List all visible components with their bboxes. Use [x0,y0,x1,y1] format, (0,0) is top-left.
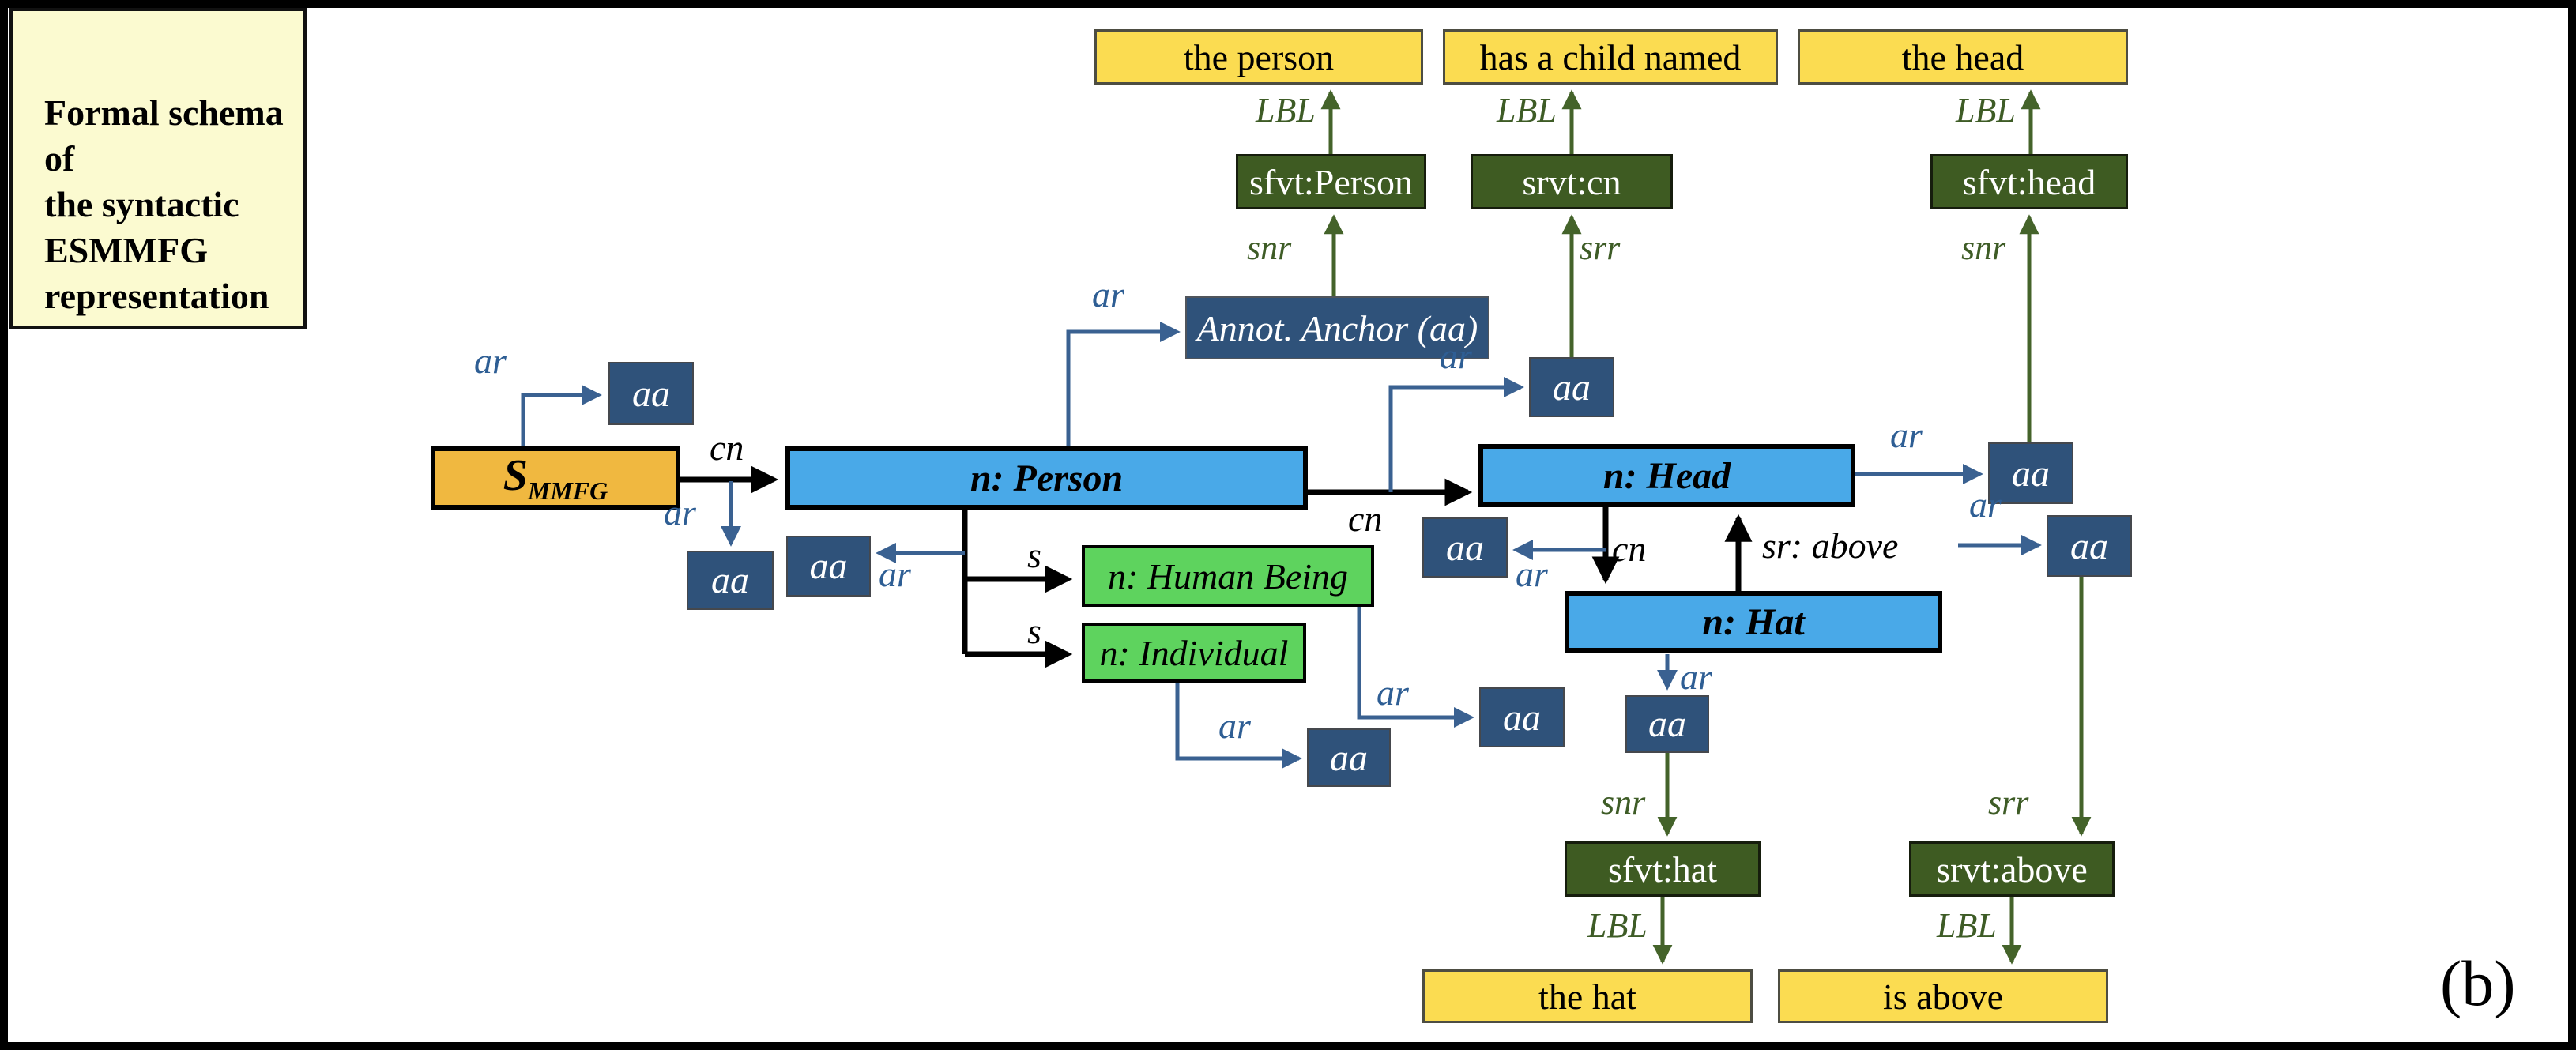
node-label: the person [1183,36,1335,77]
node-annot-anchor: Annot. Anchor (aa) [1185,296,1489,359]
node-label: aa [1503,696,1541,739]
node-label: has a child named [1479,36,1742,77]
edge-label-s: s [1027,611,1041,651]
edge-label-snr: snr [1247,228,1292,267]
node-label: aa [632,372,670,415]
aa-box: aa [687,551,774,610]
node-label: sfvt:Person [1249,161,1413,202]
legend-note: Formal schema of the syntactic ESMMFG re… [9,8,307,329]
aa-box: aa [2047,515,2132,577]
node-srvt-cn: srvt:cn [1471,154,1673,209]
edge-label-ar: ar [1218,706,1251,746]
edge-label-lbl: LBL [1587,906,1648,945]
edge-label-cn: cn [1612,529,1647,569]
node-label: n: Hat [1702,600,1805,643]
edge-label-ar: ar [1680,657,1712,697]
edge-label-snr: snr [1601,783,1646,822]
node-label: aa [2070,525,2108,567]
edge-label-ar: ar [1969,484,2002,525]
node-n-human-being: n: Human Being [1082,545,1374,607]
legend-line: Formal schema of [44,92,284,179]
node-label: aa [1446,526,1484,569]
node-label: n: Head [1602,454,1731,497]
node-label: aa [2012,452,2050,495]
edge-label-ar: ar [1516,554,1548,594]
node-label: aa [809,545,848,587]
aa-box: aa [786,536,871,597]
edge-label-lbl: LBL [1256,91,1316,130]
edge-label-ar: ar [1440,336,1472,376]
figure-caption: (b) [2440,947,2516,1019]
node-the-head: the head [1798,29,2128,85]
edge-label-ar: ar [1092,274,1124,314]
node-n-head: n: Head [1478,444,1855,507]
edge-label-snr: snr [1961,228,2006,267]
node-is-above: is above [1778,969,2108,1023]
node-label: Annot. Anchor (aa) [1196,307,1478,348]
node-label: is above [1882,976,2003,1017]
node-the-hat: the hat [1422,969,1753,1023]
aa-box: aa [1422,517,1508,578]
node-label: sfvt:head [1962,161,2096,202]
node-n-person: n: Person [785,446,1308,510]
edge-label-s: s [1027,535,1041,575]
edge-label-lbl: LBL [1937,906,1997,945]
node-the-person: the person [1094,29,1423,85]
node-label: the head [1901,36,2024,77]
edge-label-sr-above: sr: above [1762,525,1899,566]
aa-box: aa [1625,695,1709,753]
legend-line: representation [44,276,269,316]
edge-label-ar: ar [664,492,696,533]
aa-box: aa [1529,357,1614,417]
node-srvt-above: srvt:above [1909,841,2115,897]
edge-label-lbl: LBL [1497,91,1557,130]
aa-box: aa [608,362,694,425]
node-s-mmfg: SMMFG [431,446,680,510]
legend-line: ESMMFG [44,230,208,270]
node-n-individual: n: Individual [1082,623,1306,683]
edge-label-ar: ar [1377,672,1409,713]
node-label: srvt:above [1936,849,2088,890]
node-label: the hat [1538,976,1636,1017]
edge-label-lbl: LBL [1956,91,2016,130]
node-sfvt-hat: sfvt:hat [1565,841,1761,897]
edge-label-ar: ar [1890,415,1923,455]
node-label: aa [1553,366,1591,408]
node-label: n: Human Being [1107,555,1349,597]
edge-label-cn: cn [1348,499,1383,539]
aa-box: aa [1307,728,1391,787]
edge-label-srr: srr [1988,783,2029,822]
edge-label-ar: ar [879,554,911,594]
node-sfvt-head: sfvt:head [1930,154,2128,209]
node-sfvt-person: sfvt:Person [1236,154,1426,209]
aa-box: aa [1479,687,1565,747]
edge-label-cn: cn [710,427,744,468]
node-label: srvt:cn [1522,161,1621,202]
node-has-a-child-named: has a child named [1443,29,1778,85]
legend-line: the syntactic [44,184,239,224]
node-n-hat: n: Hat [1565,591,1942,653]
node-label: n: Individual [1099,632,1289,673]
node-label: aa [1330,736,1368,779]
node-label: SMMFG [503,450,608,506]
node-label: sfvt:hat [1608,849,1717,890]
node-label: n: Person [970,457,1124,499]
node-label: aa [711,559,749,601]
node-label: aa [1648,703,1686,745]
edge-label-srr: srr [1580,228,1621,267]
aa-box: aa [1988,442,2073,504]
edge-label-ar: ar [474,341,507,381]
